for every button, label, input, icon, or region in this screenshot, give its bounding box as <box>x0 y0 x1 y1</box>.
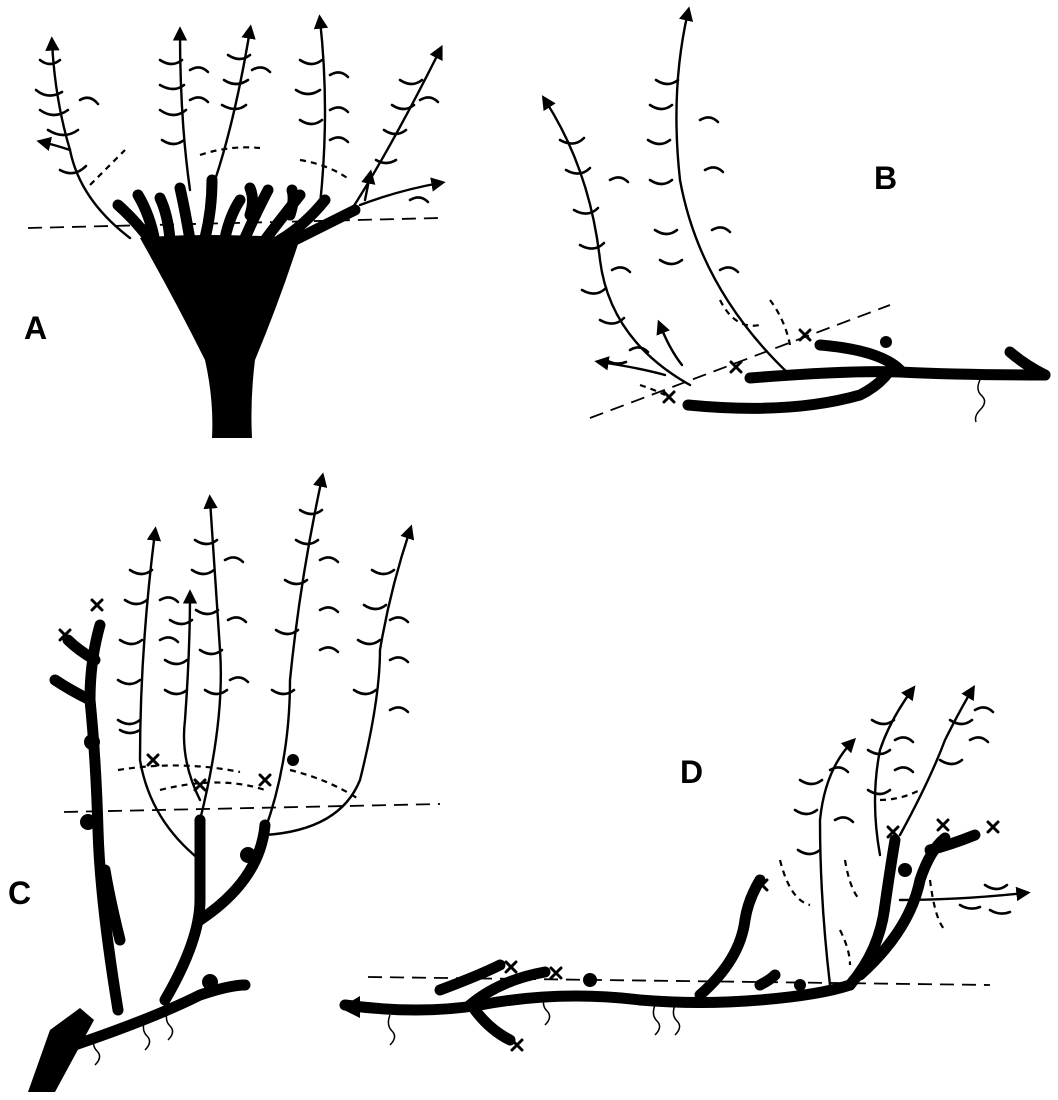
panel-d-dead-shoot-3 <box>930 880 945 930</box>
panel-a-base <box>140 235 300 438</box>
panel-a-dead-shoot-3 <box>300 160 350 180</box>
panel-a-dead-shoot-1 <box>90 150 125 185</box>
panel-label-c: C <box>8 877 31 909</box>
panel-d-rhizome <box>340 835 975 1040</box>
panel-c-rhizome <box>28 625 299 1092</box>
panel-a-dead-shoot-2 <box>200 147 260 155</box>
panel-d-leaves <box>795 707 1010 913</box>
panel-d-dead-shoot-5 <box>840 930 850 965</box>
panel-label-b: B <box>874 162 897 194</box>
panel-a-lobes <box>118 180 355 242</box>
panel-label-a: A <box>24 312 47 344</box>
panel-b-drawing <box>545 12 1045 422</box>
panel-c-dead-shoot-3 <box>290 770 360 800</box>
panel-a-drawing <box>28 20 440 438</box>
panel-d-dead-shoot-2 <box>845 860 860 900</box>
panel-c-drawing <box>28 478 440 1092</box>
panel-b-dead-shoot-2 <box>770 300 790 345</box>
panel-label-d: D <box>680 756 703 788</box>
panel-c-dead-shoot-2 <box>160 783 265 791</box>
panel-c-dead-shoot-1 <box>118 765 240 772</box>
panel-d-drawing <box>340 690 1025 1050</box>
panel-c-soil-line <box>64 804 440 812</box>
panel-b-leaves <box>560 80 738 364</box>
panel-b-shoots <box>545 12 790 385</box>
panel-d-dead-shoot-1 <box>780 860 810 905</box>
panel-b-root <box>976 380 985 422</box>
panel-d-cut-marks <box>506 820 998 1050</box>
panel-b-dead-shoot-1 <box>720 300 760 326</box>
panel-c-leaves <box>118 510 408 733</box>
panel-c-shoots <box>140 478 410 860</box>
panel-d-shoots <box>820 690 1025 985</box>
panel-a-leaves <box>36 55 438 202</box>
